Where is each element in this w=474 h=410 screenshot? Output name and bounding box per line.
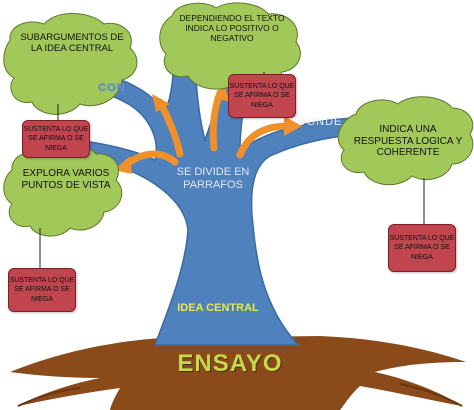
connector-donde: DONDE [297, 116, 343, 128]
note-connectors [39, 72, 425, 268]
note-upper-left: SUSTENTA LO QUE SE AFIRMA O SE NIEGA [22, 120, 90, 158]
note-center: SUSTENTA LO QUE SE AFIRMA O SE NIEGA [228, 74, 296, 118]
leaf-right [337, 96, 474, 186]
leaf-top-center [159, 2, 301, 90]
arrow-right [236, 122, 292, 159]
title: ENSAYO [177, 350, 283, 377]
leaf-top-left-text: SUBARGUMENTOS DE LA IDEA CENTRAL [20, 32, 124, 54]
leaf-top-left [3, 12, 138, 115]
trunk-label: IDEA CENTRAL [177, 302, 259, 314]
leaf-top-center-text: DEPENDIENDO EL TEXTO INDICA LO POSITIVO … [179, 13, 285, 43]
leaf-left-text: EXPLORA VARIOS PUNTOS DE VISTA [21, 168, 111, 191]
note-lower-left: SUSTENTA LO QUE SE AFIRMA O SE NIEGA [8, 268, 76, 312]
leaf-right-text: INDICA UNA RESPUESTA LOGICA Y COHERENTE [353, 124, 463, 158]
connector-con: CON [98, 82, 126, 94]
note-right: SUSTENTA LO QUE SE AFIRMA O SE NIEGA [388, 224, 456, 272]
roots [10, 336, 466, 410]
leaves [3, 2, 474, 237]
center-label: SE DIVIDE EN PARRAFOS [176, 166, 250, 191]
